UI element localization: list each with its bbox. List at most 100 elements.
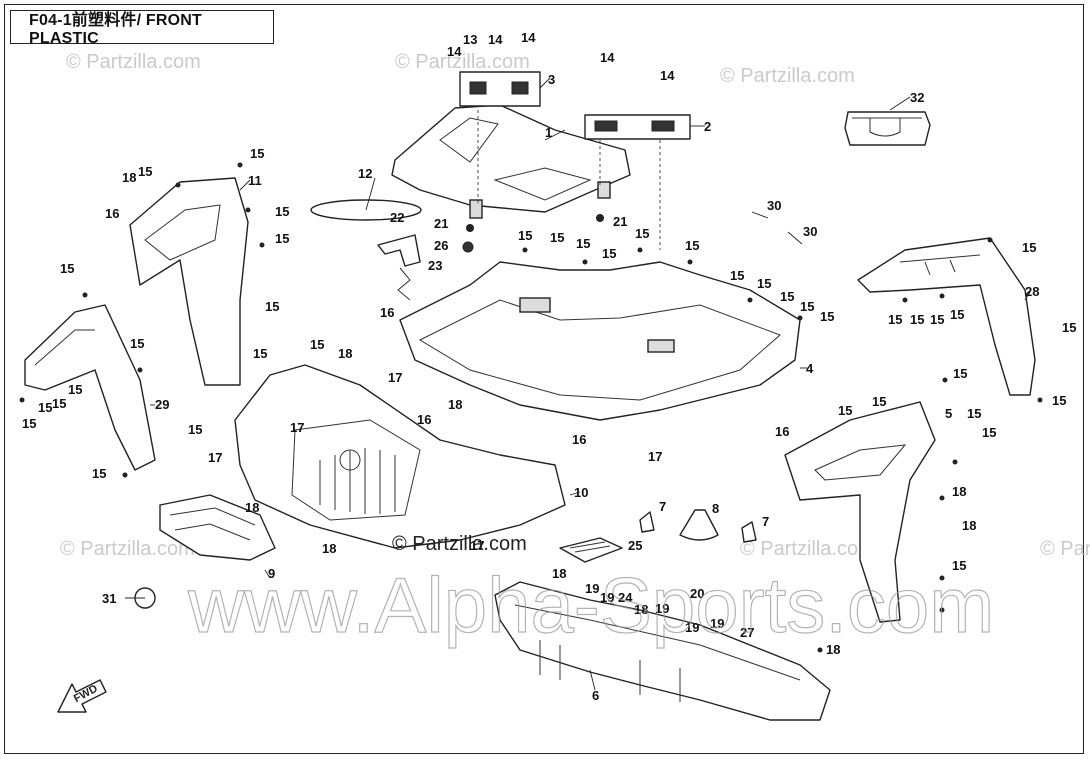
callout-19: 19 bbox=[685, 620, 699, 635]
callout-15: 15 bbox=[22, 416, 36, 431]
callout-15: 15 bbox=[757, 276, 771, 291]
callout-16: 16 bbox=[105, 206, 119, 221]
callout-19: 19 bbox=[710, 616, 724, 631]
arrow-icon bbox=[57, 679, 107, 713]
diagram-frame bbox=[4, 4, 1084, 754]
callout-15: 15 bbox=[275, 231, 289, 246]
callout-9: 9 bbox=[268, 566, 275, 581]
callout-6: 6 bbox=[592, 688, 599, 703]
part-7-clip bbox=[639, 511, 655, 533]
callout-16: 16 bbox=[572, 432, 586, 447]
callout-19: 19 bbox=[585, 581, 599, 596]
callout-15: 15 bbox=[967, 406, 981, 421]
part-28-right-fender bbox=[857, 237, 1036, 396]
callout-18: 18 bbox=[245, 500, 259, 515]
part-5-right-inner-fender bbox=[784, 401, 936, 623]
part-8-cap bbox=[679, 509, 719, 541]
part-2-latch bbox=[584, 114, 691, 140]
callout-14: 14 bbox=[488, 32, 503, 47]
callout-15: 15 bbox=[275, 204, 289, 219]
callout-15: 15 bbox=[635, 226, 649, 241]
callout-18: 18 bbox=[952, 484, 966, 499]
part-30-pin bbox=[787, 231, 803, 245]
callout-16: 16 bbox=[380, 305, 394, 320]
part-29-left-fender bbox=[24, 304, 156, 471]
callout-31: 31 bbox=[102, 591, 116, 606]
callout-10: 10 bbox=[574, 485, 588, 500]
watermark-main: www.Alpha-Sports.com bbox=[187, 561, 994, 649]
watermark-center: © Partzilla.com bbox=[392, 533, 527, 555]
callout-16: 16 bbox=[775, 424, 789, 439]
callout-28: 28 bbox=[1025, 284, 1039, 299]
callout-15: 15 bbox=[250, 146, 264, 161]
callout-15: 15 bbox=[910, 312, 924, 327]
callout-11: 11 bbox=[248, 173, 262, 188]
callout-15: 15 bbox=[820, 309, 834, 324]
callout-21: 21 bbox=[613, 214, 627, 229]
callout-18: 18 bbox=[122, 170, 136, 185]
callout-17: 17 bbox=[208, 450, 222, 465]
callout-21: 21 bbox=[434, 216, 448, 231]
part-3-latch bbox=[459, 71, 541, 107]
part-32-pad bbox=[844, 111, 931, 146]
fastener-dots bbox=[19, 162, 1043, 653]
callout-15: 15 bbox=[953, 366, 967, 381]
callout-20: 20 bbox=[690, 586, 704, 601]
callout-17: 17 bbox=[388, 370, 402, 385]
callout-15: 15 bbox=[130, 336, 144, 351]
callout-15: 15 bbox=[253, 346, 267, 361]
callout-13: 13 bbox=[463, 32, 477, 47]
callout-15: 15 bbox=[310, 337, 324, 352]
callout-30: 30 bbox=[803, 224, 817, 239]
diagram-title: F04-1前塑料件/ FRONT PLASTIC bbox=[10, 10, 274, 47]
callout-15: 15 bbox=[1022, 240, 1036, 255]
callout-17: 17 bbox=[648, 449, 662, 464]
part-30-pin bbox=[751, 211, 769, 219]
watermark-tile: © Partzilla.com bbox=[395, 51, 530, 73]
callout-24: 24 bbox=[618, 590, 633, 605]
callout-27: 27 bbox=[740, 625, 754, 640]
callout-18: 18 bbox=[338, 346, 352, 361]
callout-15: 15 bbox=[602, 246, 616, 261]
callout-1: 1 bbox=[545, 125, 552, 140]
callout-19: 19 bbox=[600, 590, 614, 605]
watermark-tiles: © Partzilla.com © Partzilla.com © Partzi… bbox=[60, 51, 1090, 560]
callout-15: 15 bbox=[52, 396, 66, 411]
callout-15: 15 bbox=[780, 289, 794, 304]
callout-18: 18 bbox=[448, 397, 462, 412]
callout-15: 15 bbox=[800, 299, 814, 314]
callout-15: 15 bbox=[982, 425, 996, 440]
callout-labels: 1 2 3 4 5 6 7 7 8 9 10 11 12 13 14 14 14… bbox=[22, 30, 1076, 703]
callout-15: 15 bbox=[950, 307, 964, 322]
callout-18: 18 bbox=[552, 566, 566, 581]
callout-7: 7 bbox=[659, 499, 666, 514]
callout-15: 15 bbox=[92, 466, 106, 481]
callout-12: 12 bbox=[358, 166, 372, 181]
callout-17: 17 bbox=[470, 538, 484, 553]
callout-4: 4 bbox=[806, 361, 814, 376]
callout-15: 15 bbox=[872, 394, 886, 409]
part-11-left-inner-fender bbox=[129, 177, 249, 386]
leader-lines bbox=[125, 77, 1031, 691]
part-22-bracket bbox=[377, 234, 474, 301]
callout-18: 18 bbox=[634, 602, 648, 617]
callout-3: 3 bbox=[548, 72, 555, 87]
part-25-vent bbox=[559, 537, 623, 563]
callout-7: 7 bbox=[762, 514, 769, 529]
callout-29: 29 bbox=[155, 397, 169, 412]
callout-14: 14 bbox=[600, 50, 615, 65]
callout-15: 15 bbox=[265, 299, 279, 314]
callout-15: 15 bbox=[518, 228, 532, 243]
callout-18: 18 bbox=[962, 518, 976, 533]
part-4-main-hood bbox=[399, 261, 801, 421]
callout-32: 32 bbox=[910, 90, 924, 105]
callout-15: 15 bbox=[68, 382, 82, 397]
callout-2: 2 bbox=[704, 119, 711, 134]
callout-14: 14 bbox=[521, 30, 536, 45]
watermark-tile: © Partzilla.com bbox=[60, 538, 195, 560]
part-6-lower-tray bbox=[494, 581, 831, 721]
watermark-tile: © Partzilla.com bbox=[720, 65, 855, 87]
callout-25: 25 bbox=[628, 538, 642, 553]
callout-15: 15 bbox=[38, 400, 52, 415]
part-7-clip bbox=[741, 521, 757, 543]
